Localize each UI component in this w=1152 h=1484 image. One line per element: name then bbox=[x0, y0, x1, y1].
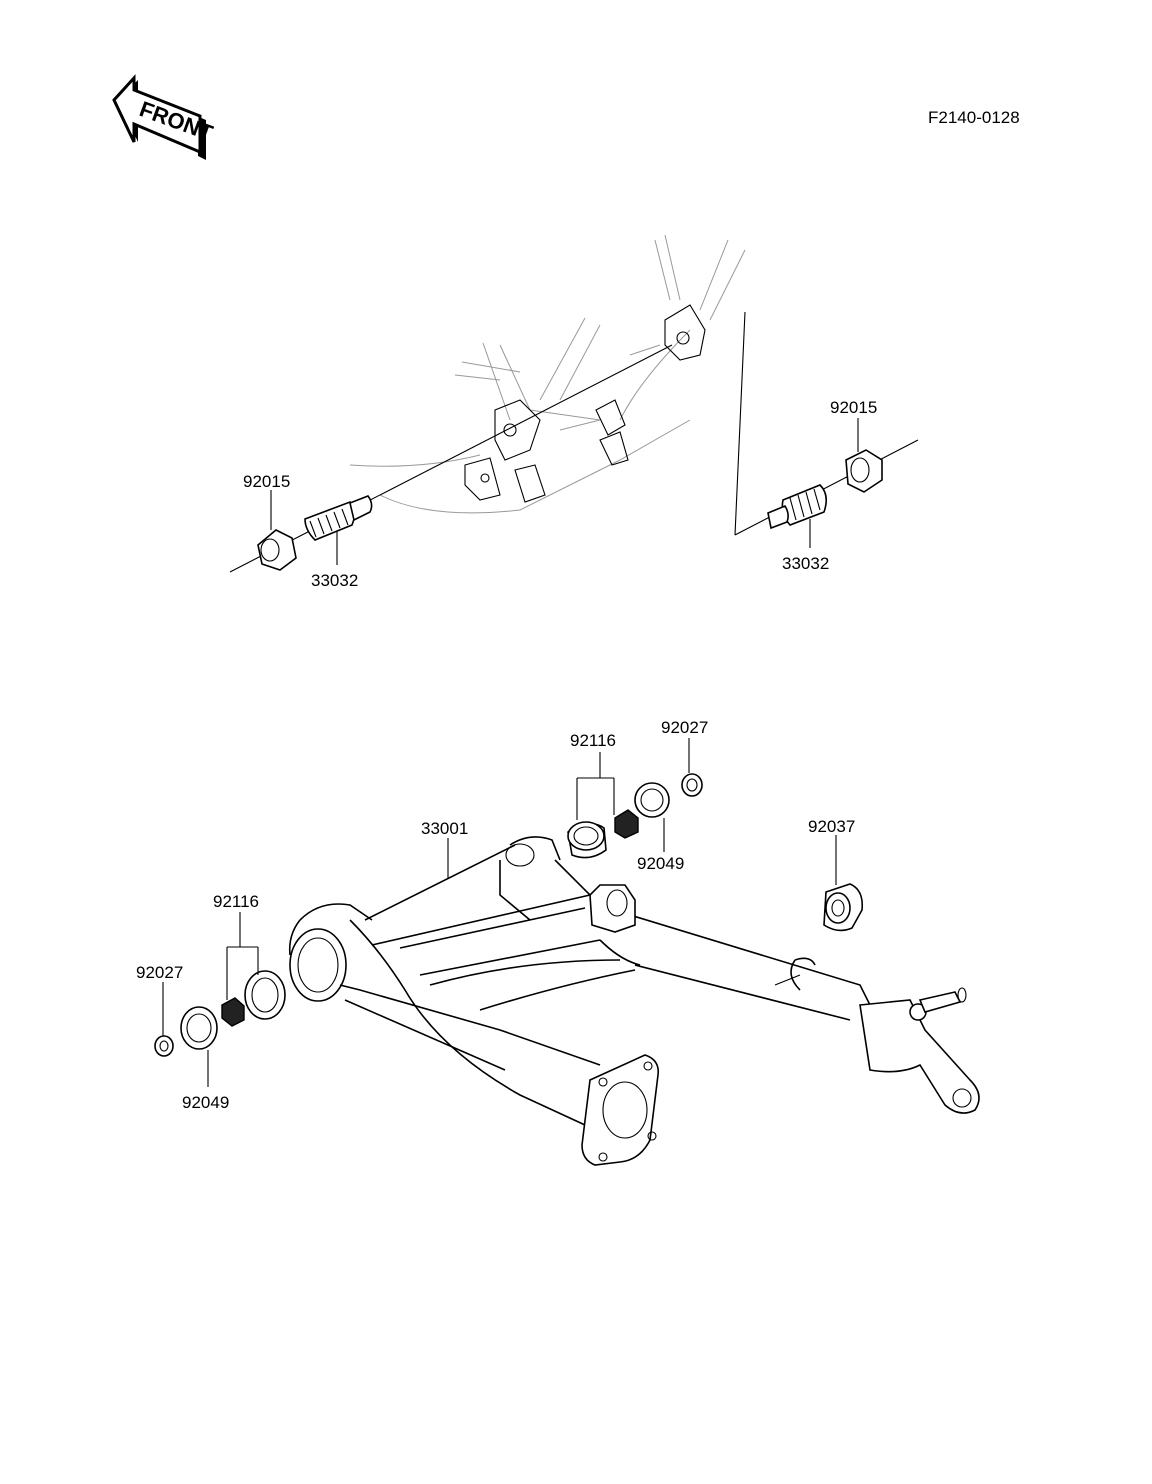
cap-right bbox=[681, 773, 703, 797]
brake-lever bbox=[859, 999, 980, 1114]
frame-ghost bbox=[349, 234, 746, 514]
pivot-shaft-right bbox=[781, 484, 828, 526]
circlip bbox=[790, 957, 816, 991]
callout-swingarm: 33001 bbox=[421, 819, 468, 838]
upper-left-assembly bbox=[229, 344, 673, 573]
pivot-nut-left bbox=[257, 529, 297, 571]
upper-leaders bbox=[270, 418, 859, 565]
bearing-race-left bbox=[244, 970, 286, 1020]
callout-upper-right-nut: 92015 bbox=[830, 398, 877, 417]
pivot-shaft-left bbox=[304, 501, 356, 541]
callout-right-collar: 92037 bbox=[808, 817, 855, 836]
needle-bearing-left bbox=[221, 997, 245, 1027]
callout-left-bearing: 92116 bbox=[213, 892, 259, 911]
upper-right-assembly bbox=[734, 311, 919, 536]
oil-seal-right bbox=[634, 782, 670, 818]
final-drive-flange bbox=[581, 1054, 660, 1166]
cap-left bbox=[154, 1035, 174, 1057]
callout-right-seal: 92049 bbox=[637, 854, 684, 873]
figure-id: F2140-0128 bbox=[928, 108, 1020, 127]
front-arrow-icon: FRONT bbox=[112, 74, 217, 160]
callout-upper-right-shaft: 33032 bbox=[782, 554, 829, 573]
callout-right-bearing: 92116 bbox=[570, 731, 616, 750]
needle-bearing-right bbox=[614, 809, 639, 839]
callout-left-seal: 92049 bbox=[182, 1093, 229, 1112]
right-bearing-parts bbox=[567, 773, 864, 932]
swingarm bbox=[288, 836, 980, 1166]
left-bearing-parts bbox=[154, 970, 286, 1057]
callout-upper-left-shaft: 33032 bbox=[311, 571, 358, 590]
oil-seal-left bbox=[180, 1006, 218, 1050]
lower-leaders bbox=[162, 738, 837, 1087]
callout-upper-left-nut: 92015 bbox=[243, 472, 290, 491]
callout-left-cap: 92027 bbox=[136, 963, 183, 982]
callout-right-cap: 92027 bbox=[661, 718, 708, 737]
